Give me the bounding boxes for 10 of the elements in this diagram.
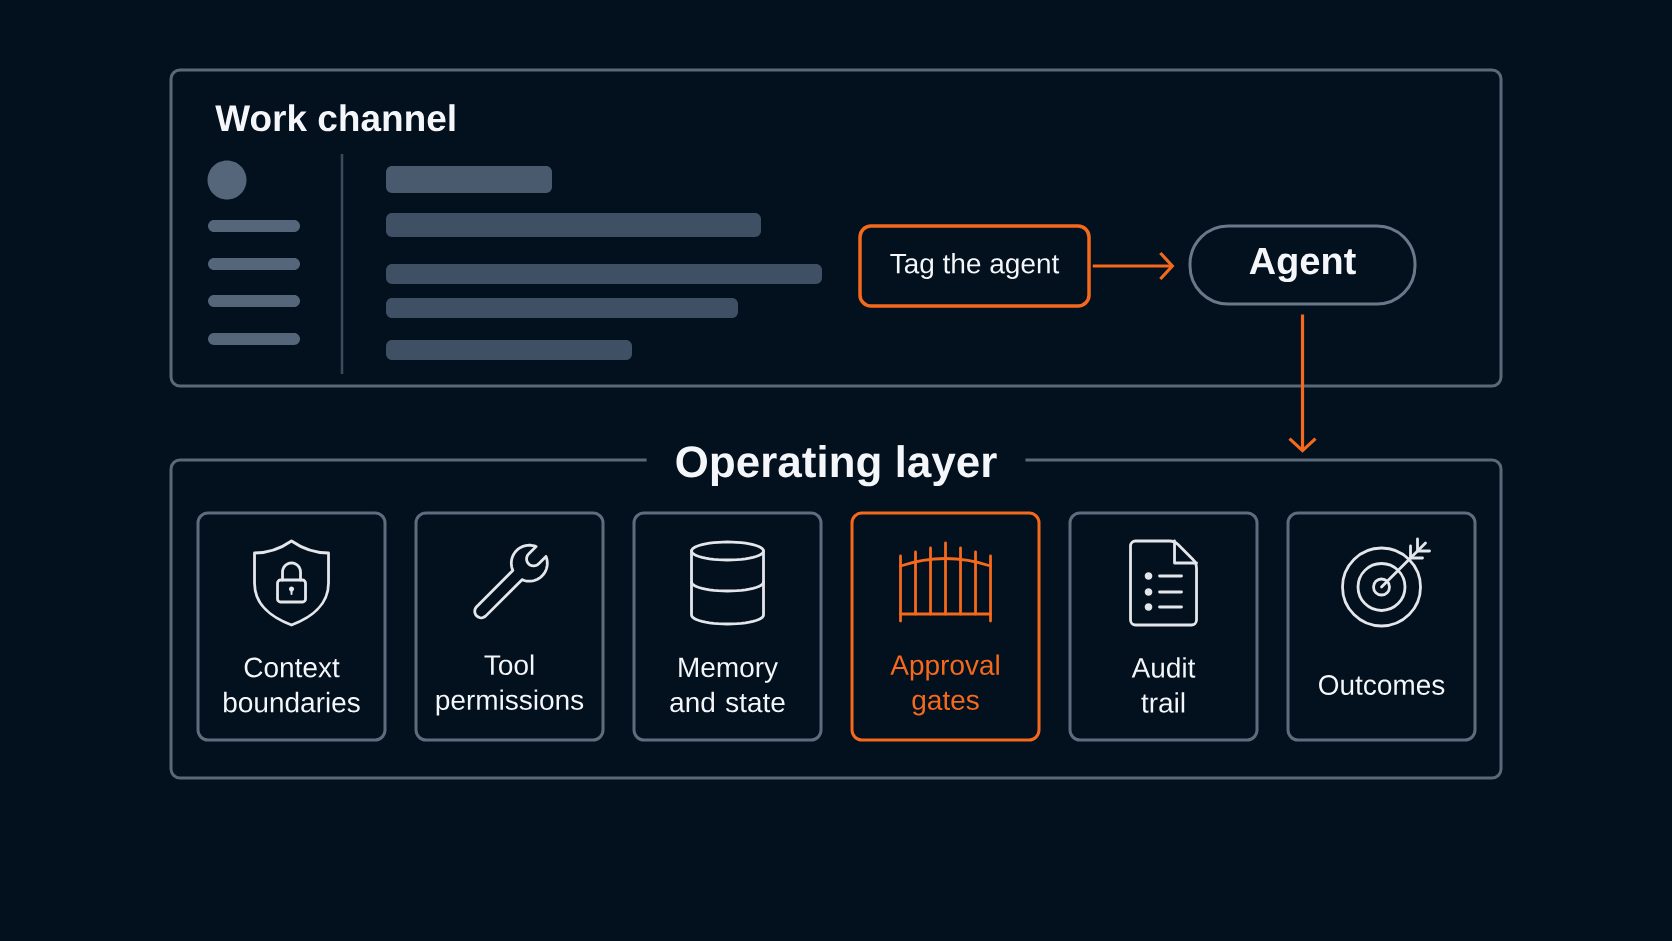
arrow [1092,251,1175,281]
arrow [1288,314,1317,453]
card: Memory and state [632,511,823,742]
card: Approval gates [850,511,1041,742]
card: Audit trail [1068,511,1259,742]
card: Outcomes [1286,511,1477,742]
card: Context boundaries [196,511,387,742]
pill-box: Agent [1188,224,1417,306]
card: Tool permissions [414,511,605,742]
process-box: Tag the agent [858,224,1091,308]
